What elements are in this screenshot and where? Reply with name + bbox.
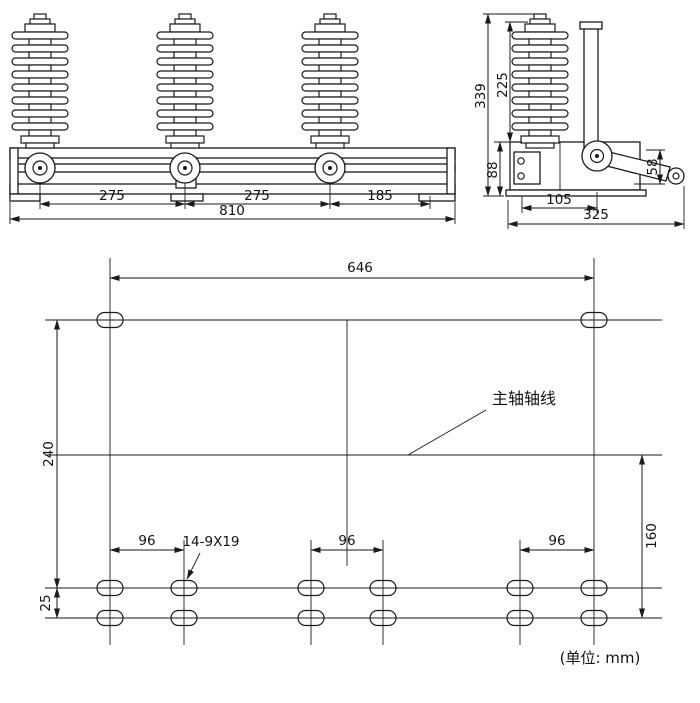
shaft-bearing-side xyxy=(581,140,613,172)
frame-end-plate-left xyxy=(9,147,19,195)
front-view: 275 275 185 810 xyxy=(9,14,456,224)
insulator-phase-1 xyxy=(12,14,68,148)
hole-leader-line xyxy=(186,552,201,580)
foot-left xyxy=(9,193,41,202)
dim-side-foot-span: 105 xyxy=(546,192,572,208)
frame-end-plate-right xyxy=(446,147,456,195)
dim-layout-pitch-mid: 96 xyxy=(338,533,355,549)
side-bracket xyxy=(513,151,541,185)
front-dimensions: 275 275 185 810 xyxy=(9,183,456,224)
side-base-flange xyxy=(505,189,647,197)
dim-layout-pitch-left: 96 xyxy=(138,533,155,549)
bracket-hole-2 xyxy=(517,172,525,180)
bracket-hole-1 xyxy=(517,157,525,165)
axis-leader-line xyxy=(407,409,487,456)
dim-front-span2: 275 xyxy=(244,188,270,204)
label-hole-spec: 14-9X19 xyxy=(182,534,239,550)
label-unit: (单位: mm) xyxy=(560,649,641,667)
dim-layout-row-gap: 25 xyxy=(38,594,54,611)
frame-top-rail xyxy=(9,147,456,159)
dim-front-span1: 275 xyxy=(99,188,125,204)
dim-layout-top-span: 646 xyxy=(347,260,373,276)
layout-dimensions: 646 240 25 160 96 96 96 主轴轴线 14-9X19 (单位… xyxy=(38,260,660,667)
dim-layout-right-height: 160 xyxy=(644,523,660,549)
dim-layout-left-height: 240 xyxy=(41,441,57,467)
dim-front-span3: 185 xyxy=(367,188,393,204)
dim-front-total: 810 xyxy=(219,203,245,219)
bearing-phase-3 xyxy=(314,152,346,184)
arm-top-bolt xyxy=(579,21,603,30)
mounting-layout: 646 240 25 160 96 96 96 主轴轴线 14-9X19 (单位… xyxy=(38,258,662,667)
operating-arm xyxy=(583,27,599,149)
bearing-phase-1 xyxy=(24,152,56,184)
dim-side-shaft-height: 58 xyxy=(645,158,661,175)
dim-side-insulator-height: 225 xyxy=(495,72,511,98)
insulator-side xyxy=(512,14,568,148)
lever-roller-pin xyxy=(672,172,680,180)
dim-side-total-height: 339 xyxy=(473,83,489,109)
main-shaft xyxy=(13,163,456,173)
insulator-phase-2 xyxy=(157,14,213,148)
lever-roller xyxy=(667,167,685,185)
dim-side-total-depth: 325 xyxy=(583,207,609,223)
foot-right xyxy=(418,193,456,202)
bearing-phase-2 xyxy=(169,152,201,184)
dim-side-base-height: 88 xyxy=(485,161,501,178)
insulator-phase-3 xyxy=(302,14,358,148)
label-main-axis: 主轴轴线 xyxy=(492,389,556,408)
dim-layout-pitch-right: 96 xyxy=(548,533,565,549)
side-view: 339 225 88 58 105 325 xyxy=(473,13,685,229)
foot-middle xyxy=(170,193,204,202)
side-dimensions: 339 225 88 58 105 325 xyxy=(473,13,685,229)
